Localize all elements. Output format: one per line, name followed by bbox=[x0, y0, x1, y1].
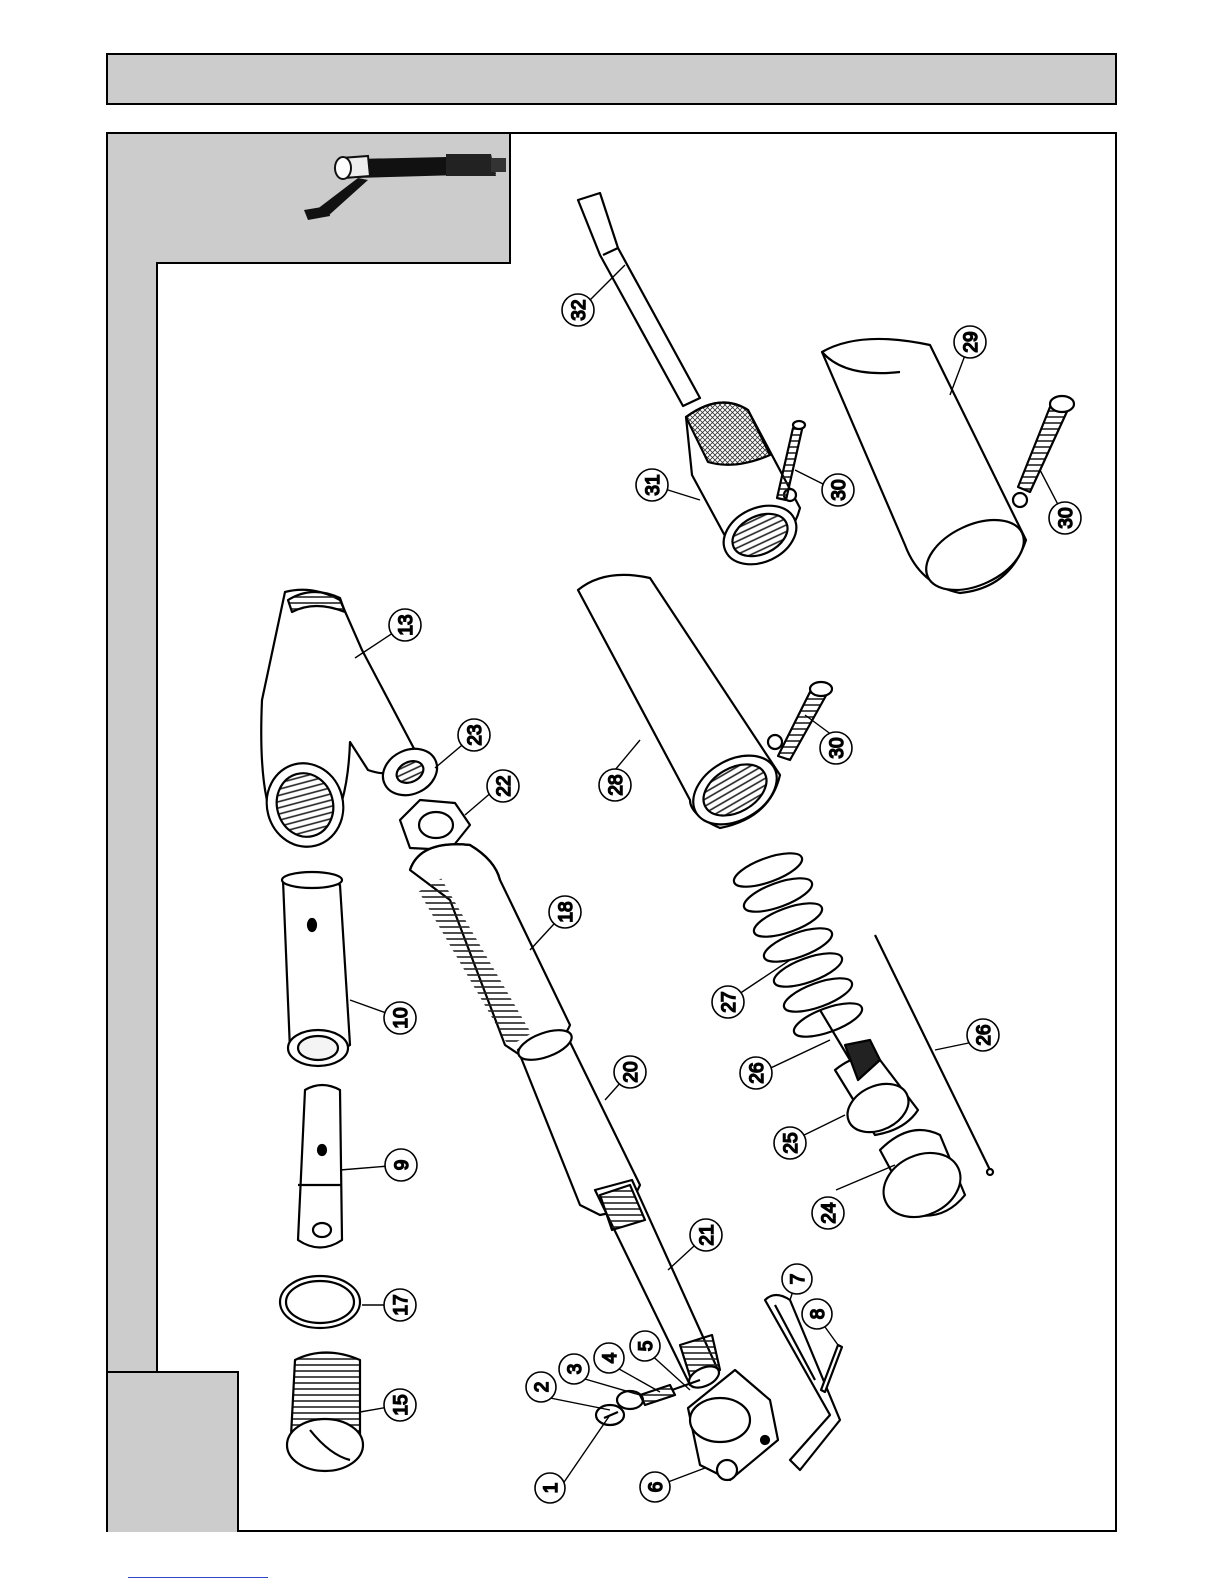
svg-text:29: 29 bbox=[961, 331, 982, 352]
callout-20: 20 bbox=[614, 1056, 646, 1088]
callout-31: 31 bbox=[636, 469, 668, 501]
svg-text:23: 23 bbox=[465, 724, 486, 745]
callout-21: 21 bbox=[690, 1219, 722, 1251]
callout-32: 32 bbox=[562, 294, 594, 326]
callout-26-b: 26 bbox=[967, 1019, 999, 1051]
svg-text:24: 24 bbox=[819, 1202, 840, 1224]
part-8-pin bbox=[821, 1345, 842, 1392]
svg-text:32: 32 bbox=[569, 299, 590, 320]
callout-24: 24 bbox=[812, 1197, 844, 1229]
svg-text:17: 17 bbox=[391, 1294, 412, 1315]
svg-text:20: 20 bbox=[621, 1061, 642, 1082]
svg-text:26: 26 bbox=[974, 1024, 995, 1045]
part-29-shroud bbox=[822, 339, 1035, 604]
part-10-sleeve bbox=[282, 872, 350, 1066]
callout-6: 6 bbox=[640, 1472, 670, 1502]
part-27-spring bbox=[730, 846, 866, 1043]
svg-text:9: 9 bbox=[392, 1160, 413, 1171]
svg-text:15: 15 bbox=[391, 1394, 412, 1415]
callout-8: 8 bbox=[802, 1299, 832, 1329]
callout-3: 3 bbox=[559, 1354, 589, 1384]
callout-7: 7 bbox=[782, 1264, 812, 1294]
svg-text:22: 22 bbox=[494, 775, 515, 796]
part-15-plug bbox=[287, 1353, 363, 1472]
svg-text:27: 27 bbox=[719, 991, 740, 1012]
svg-text:18: 18 bbox=[556, 901, 577, 922]
svg-text:13: 13 bbox=[396, 614, 417, 635]
callout-9: 9 bbox=[385, 1149, 417, 1181]
svg-text:30: 30 bbox=[827, 737, 848, 758]
callout-18: 18 bbox=[549, 896, 581, 928]
callout-30-b: 30 bbox=[822, 474, 854, 506]
svg-text:2: 2 bbox=[532, 1382, 553, 1393]
svg-text:26: 26 bbox=[747, 1062, 768, 1083]
svg-text:25: 25 bbox=[781, 1132, 802, 1153]
svg-text:7: 7 bbox=[788, 1274, 809, 1285]
callout-13: 13 bbox=[389, 609, 421, 641]
callout-27: 27 bbox=[712, 986, 744, 1018]
svg-text:3: 3 bbox=[565, 1364, 586, 1375]
callout-30-c: 30 bbox=[1049, 502, 1081, 534]
callout-10: 10 bbox=[384, 1002, 416, 1034]
svg-text:31: 31 bbox=[643, 474, 664, 495]
part-9-piston bbox=[298, 1085, 342, 1248]
callout-22: 22 bbox=[487, 770, 519, 802]
callout-23: 23 bbox=[458, 719, 490, 751]
svg-text:6: 6 bbox=[646, 1482, 667, 1493]
svg-text:21: 21 bbox=[697, 1224, 718, 1245]
callout-29: 29 bbox=[954, 326, 986, 358]
callout-26-a: 26 bbox=[740, 1057, 772, 1089]
svg-text:10: 10 bbox=[391, 1007, 412, 1028]
svg-text:1: 1 bbox=[541, 1483, 562, 1494]
callout-2: 2 bbox=[526, 1372, 556, 1402]
callout-30-a: 30 bbox=[820, 732, 852, 764]
part-22-nut bbox=[400, 800, 470, 850]
callout-1: 1 bbox=[535, 1473, 565, 1503]
callout-28: 28 bbox=[599, 769, 631, 801]
part-32-chisel bbox=[578, 193, 700, 406]
svg-text:30: 30 bbox=[1056, 507, 1077, 528]
svg-text:28: 28 bbox=[606, 774, 627, 795]
svg-text:5: 5 bbox=[636, 1341, 657, 1352]
svg-text:8: 8 bbox=[808, 1309, 829, 1320]
svg-text:30: 30 bbox=[829, 479, 850, 500]
part-17-oring bbox=[280, 1276, 360, 1328]
callout-5: 5 bbox=[630, 1331, 660, 1361]
footer-link-underline[interactable] bbox=[128, 1577, 268, 1578]
callout-25: 25 bbox=[774, 1127, 806, 1159]
part-24-cap bbox=[873, 1130, 971, 1229]
callout-4: 4 bbox=[594, 1343, 624, 1373]
part-30-screw-b bbox=[1018, 396, 1074, 492]
svg-text:4: 4 bbox=[600, 1352, 621, 1363]
callout-15: 15 bbox=[384, 1389, 416, 1421]
callout-17: 17 bbox=[384, 1289, 416, 1321]
part-18-grip bbox=[410, 844, 570, 1055]
